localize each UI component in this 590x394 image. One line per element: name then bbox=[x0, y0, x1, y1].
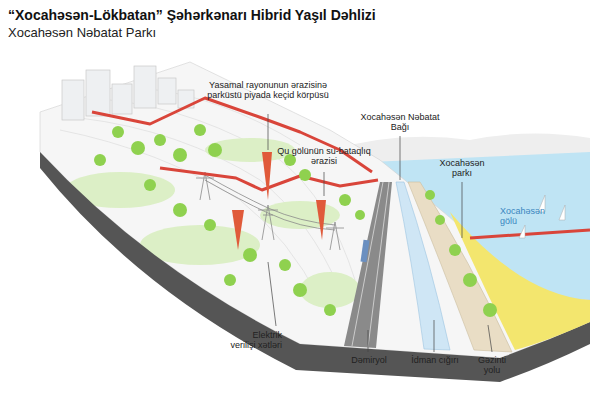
callout-label: İdman cığırı bbox=[408, 355, 462, 365]
section-edge bbox=[40, 152, 590, 382]
sports-trail bbox=[396, 182, 450, 350]
leader-lines bbox=[268, 114, 492, 352]
land-surface bbox=[40, 62, 590, 358]
subtitle: Xocahəsən Nəbatat Parkı bbox=[8, 26, 156, 41]
power-pylons bbox=[196, 172, 344, 250]
callout-label: Dəmiryol bbox=[344, 355, 394, 365]
callout-label: Qu gölünün su-bataqlıq ərazisi bbox=[274, 146, 374, 167]
pedestrian-bridge bbox=[92, 98, 590, 238]
lake-label: Xocahəsən gölü bbox=[500, 206, 562, 227]
train bbox=[360, 240, 369, 263]
contour-lines bbox=[60, 88, 355, 300]
callout-label: Elektrik verilişi xətləri bbox=[226, 330, 282, 351]
callout-label: Gəzinti yolu bbox=[470, 355, 514, 376]
callout-label: Xocahəsən parkı bbox=[430, 158, 494, 179]
callout-label: Yasamal rayonunun ərazisinə parküstü piy… bbox=[198, 80, 338, 101]
callout-label: Xocahəsən Nəbatat Bağı bbox=[360, 112, 440, 133]
rails bbox=[352, 182, 389, 347]
sailboats bbox=[519, 195, 565, 238]
bridge-pylons bbox=[232, 152, 326, 250]
diagram-title: “Xocahəsən-Lökbatan” Şəhərkənarı Hibrid … bbox=[8, 7, 376, 23]
railway bbox=[344, 182, 392, 348]
trees bbox=[94, 124, 497, 317]
